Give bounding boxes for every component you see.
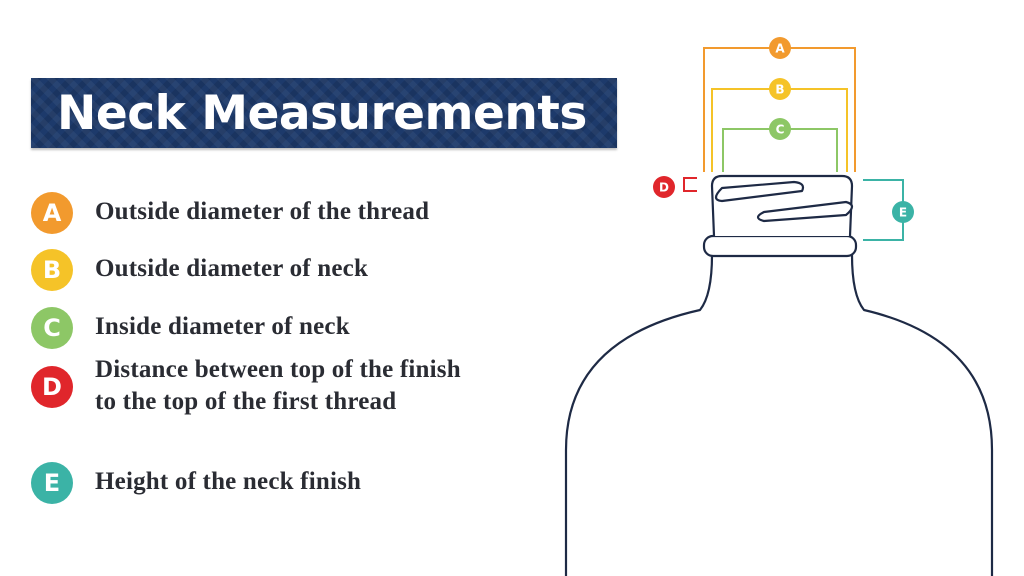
legend-text-e: Height of the neck finish [95, 468, 362, 495]
thread-upper [714, 180, 805, 203]
marker-b-label: B [775, 83, 784, 97]
legend-text-c: Inside diameter of neck [95, 313, 350, 340]
marker-b-icon [769, 78, 791, 100]
legend-text-d-line2: to the top of the first thread [95, 388, 397, 415]
legend-item-b: B Outside diameter of neck [31, 249, 591, 293]
legend-text-d: Distance between top of the finish to th… [95, 354, 461, 418]
badge-b-icon: B [31, 249, 73, 291]
neck-ring-outline [702, 234, 858, 258]
marker-c-label: C [776, 123, 785, 137]
marker-c-icon [769, 118, 791, 140]
legend-text-d-line1: Distance between top of the finish [95, 356, 461, 383]
bottle-body-outline [564, 253, 994, 576]
page-title: Neck Measurements [57, 85, 587, 141]
marker-d-icon [653, 176, 675, 198]
thread-lower [756, 200, 854, 223]
marker-e-label: E [899, 206, 907, 220]
marker-a-label: A [775, 42, 785, 56]
badge-d-icon: D [31, 366, 73, 408]
badge-e-icon: E [31, 462, 73, 504]
legend-item-a: A Outside diameter of the thread [31, 192, 591, 236]
title-banner: Neck Measurements [31, 78, 617, 148]
legend-item-d: D Distance between top of the finish to … [31, 356, 591, 415]
marker-e-icon [892, 201, 914, 223]
marker-d-label: D [659, 181, 669, 195]
marker-a-icon [769, 37, 791, 59]
badge-c-icon: C [31, 307, 73, 349]
legend-item-e: E Height of the neck finish [31, 462, 591, 506]
bracket-a [703, 47, 856, 172]
badge-a-icon: A [31, 192, 73, 234]
legend-text-a: Outside diameter of the thread [95, 198, 430, 225]
legend-item-c: C Inside diameter of neck [31, 307, 591, 351]
bracket-d [683, 177, 697, 192]
legend-text-b: Outside diameter of neck [95, 255, 369, 282]
